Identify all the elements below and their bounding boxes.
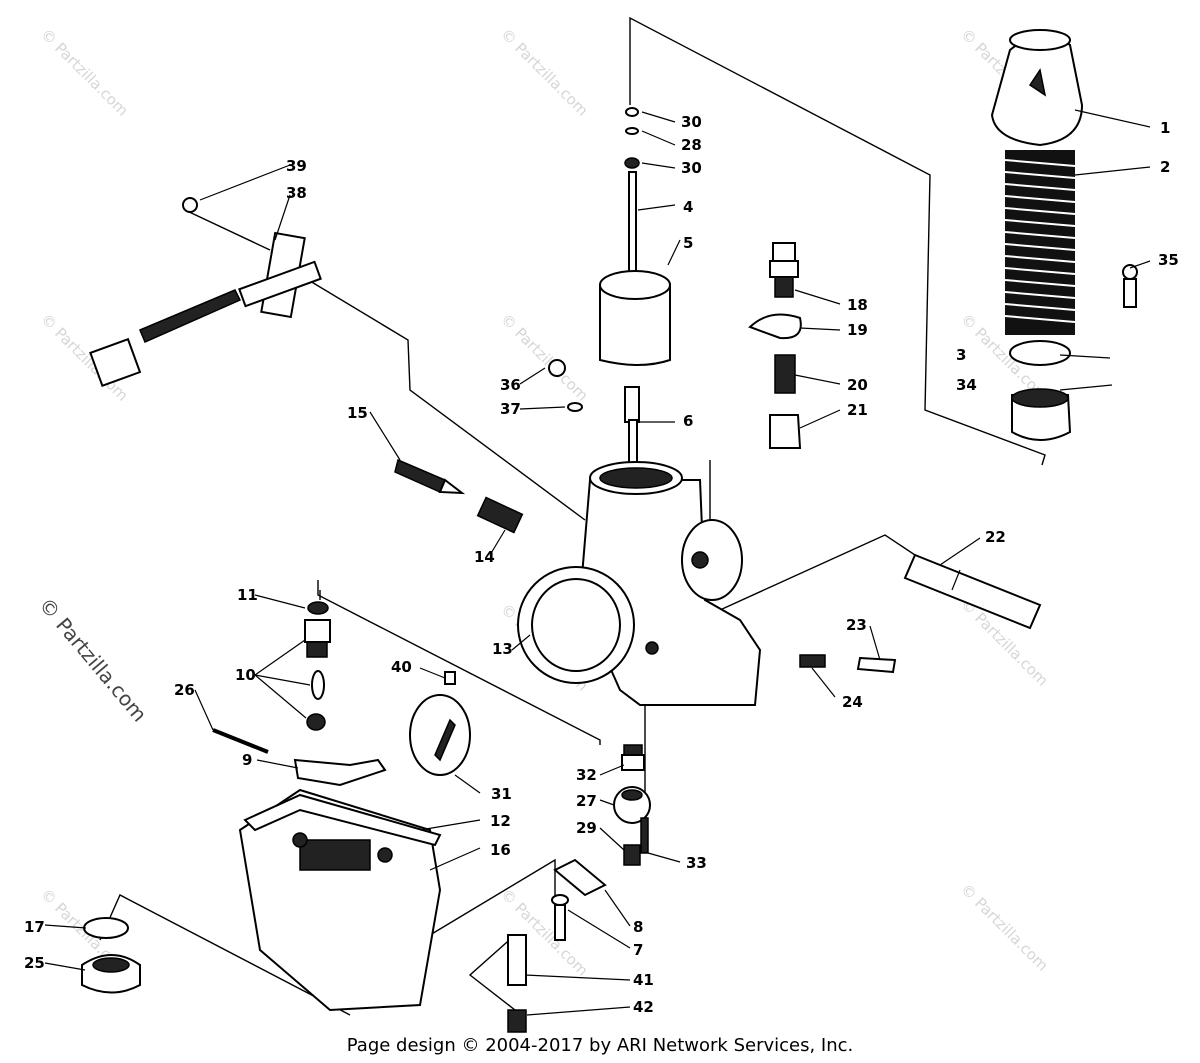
spring-part-24 xyxy=(799,654,826,668)
callout-29: 29 xyxy=(576,819,597,837)
pin-part-26 xyxy=(212,728,269,754)
jet-part-32 xyxy=(621,744,645,771)
cap-part-1 xyxy=(990,29,1084,147)
callout-10: 10 xyxy=(235,666,256,684)
float-arm-part-9 xyxy=(293,758,387,787)
callout-17: 17 xyxy=(24,918,45,936)
cap-part-42 xyxy=(507,1009,527,1033)
callout-37: 37 xyxy=(500,400,521,418)
callout-6: 6 xyxy=(683,412,693,430)
jet-part-29 xyxy=(623,844,641,866)
nut-part-30 xyxy=(625,107,639,117)
leader-lines xyxy=(44,109,1151,1016)
plug-part-25 xyxy=(81,954,141,994)
screw-part-33 xyxy=(640,817,649,854)
ring-part-17 xyxy=(83,917,129,939)
callout-27: 27 xyxy=(576,792,597,810)
callout-34: 34 xyxy=(956,376,977,394)
holder-part-34 xyxy=(1011,388,1072,441)
throttle-cable-part-38 xyxy=(89,231,322,388)
spring-part-20 xyxy=(774,354,796,394)
washer-part-11 xyxy=(307,601,329,615)
callout-25: 25 xyxy=(24,954,45,972)
callout-40: 40 xyxy=(391,658,412,676)
callout-30: 30 xyxy=(681,113,702,131)
callout-35: 35 xyxy=(1158,251,1179,269)
callout-1: 1 xyxy=(1160,119,1170,137)
carburetor-body-part-13 xyxy=(517,461,762,706)
washer-part-28 xyxy=(625,127,639,135)
callout-33: 33 xyxy=(686,854,707,872)
screw-part-35 xyxy=(1122,264,1138,308)
callout-23: 23 xyxy=(846,616,867,634)
cap-part-36 xyxy=(548,359,566,377)
callout-13: 13 xyxy=(492,640,513,658)
callout-16: 16 xyxy=(490,841,511,859)
callout-7: 7 xyxy=(633,941,643,959)
needle-part-4 xyxy=(628,171,637,278)
callout-21: 21 xyxy=(847,401,868,419)
callout-32: 32 xyxy=(576,766,597,784)
fitting-part-18 xyxy=(769,242,799,298)
callout-2: 2 xyxy=(1160,158,1170,176)
pin-part-40 xyxy=(444,671,456,685)
callout-12: 12 xyxy=(490,812,511,830)
watermark-group: © Partzilla.com © Partzilla.com © Partzi… xyxy=(34,25,1052,980)
holder-part-27 xyxy=(613,786,651,824)
callout-24: 24 xyxy=(842,693,863,711)
callout-38: 38 xyxy=(286,184,307,202)
watermark-large: © Partzilla.com xyxy=(34,593,152,727)
spring-part-2 xyxy=(1004,150,1076,335)
screw-part-15 xyxy=(394,458,466,495)
callout-36: 36 xyxy=(500,376,521,394)
callout-20: 20 xyxy=(847,376,868,394)
callout-39: 39 xyxy=(286,157,307,175)
plate-part-3 xyxy=(1009,340,1071,366)
plate-part-19 xyxy=(748,313,802,340)
fitting-part-10 xyxy=(304,619,331,658)
callout-8: 8 xyxy=(633,918,643,936)
callout-22: 22 xyxy=(985,528,1006,546)
callout-4: 4 xyxy=(683,198,693,216)
callout-labels: 1 2 3 4 5 6 7 8 9 10 11 12 13 14 15 16 1… xyxy=(24,113,1179,1016)
callout-26: 26 xyxy=(174,681,195,699)
valve-part-21 xyxy=(769,414,802,449)
callout-11: 11 xyxy=(237,586,258,604)
callout-42: 42 xyxy=(633,998,654,1016)
callout-14: 14 xyxy=(474,548,495,566)
washer-part-37 xyxy=(567,402,583,412)
screw-part-7 xyxy=(551,894,569,941)
spring-part-14 xyxy=(476,496,524,534)
callout-28: 28 xyxy=(681,136,702,154)
bracket-part-8 xyxy=(553,858,607,897)
screw-part-23 xyxy=(856,656,897,674)
callout-19: 19 xyxy=(847,321,868,339)
bolt-part-39 xyxy=(182,197,198,213)
sleeve-part-41 xyxy=(507,934,527,986)
jet-part-10 xyxy=(311,670,325,700)
callout-5: 5 xyxy=(683,234,693,252)
callout-9: 9 xyxy=(242,751,252,769)
float-bowl-part-16 xyxy=(238,788,442,1012)
tube-part-22 xyxy=(903,553,1042,630)
watermark: © Partzilla.com xyxy=(957,880,1052,975)
slide-part-5 xyxy=(599,270,671,366)
callout-15: 15 xyxy=(347,404,368,422)
ring-part-10 xyxy=(306,713,326,731)
watermark: © Partzilla.com xyxy=(497,25,592,120)
float-part-31 xyxy=(409,694,471,776)
watermark: © Partzilla.com xyxy=(37,25,132,120)
callout-18: 18 xyxy=(847,296,868,314)
callout-30-lower: 30 xyxy=(681,159,702,177)
callout-41: 41 xyxy=(633,971,654,989)
callout-31: 31 xyxy=(491,785,512,803)
callout-3: 3 xyxy=(956,346,966,364)
copyright-footer: Page design © 2004-2017 by ARI Network S… xyxy=(0,1035,1200,1056)
nut-part-30-lower xyxy=(624,157,640,169)
